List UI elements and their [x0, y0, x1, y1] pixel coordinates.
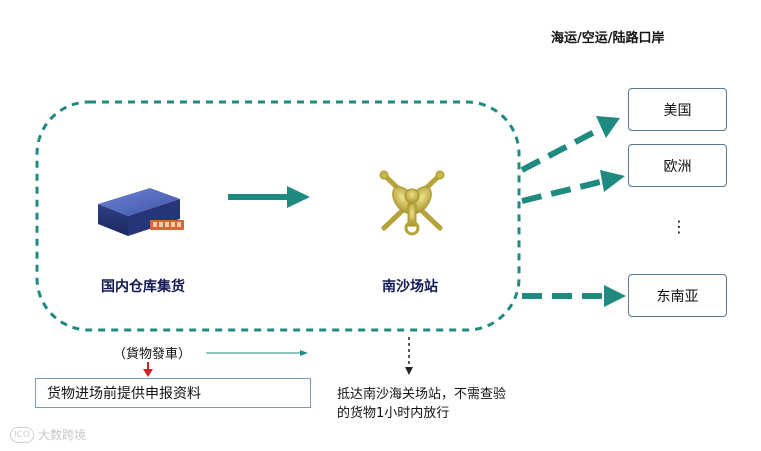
warehouse-server-icon [98, 188, 184, 236]
dashed-arrow-to-europe [521, 170, 625, 204]
watermark: ICO 大数跨境 [10, 426, 86, 443]
release-note-line-1: 抵达南沙海关场站，不需查验 [337, 387, 507, 402]
release-note-line-2: 的货物1小时内放行 [337, 406, 450, 421]
destination-usa-label: 美国 [663, 102, 692, 119]
destination-europe: 欧洲 [628, 144, 727, 187]
destination-southeast-asia-label: 东南亚 [656, 288, 699, 305]
watermark-logo-icon: ICO [10, 426, 34, 443]
flow-arrow-to-nansha [228, 186, 310, 208]
destination-southeast-asia: 东南亚 [628, 274, 727, 317]
port-types-title: 海运/空运/陆路口岸 [551, 31, 665, 46]
declaration-note-box: 货物进场前提供申报资料 [35, 378, 311, 408]
declaration-note-text: 货物进场前提供申报资料 [47, 386, 201, 402]
watermark-text: 大数跨境 [38, 428, 87, 442]
release-note: 抵达南沙海关场站，不需查验 的货物1小时内放行 [337, 385, 597, 423]
destination-usa: 美国 [628, 88, 727, 131]
dashed-arrow-to-southeast-asia [522, 285, 626, 307]
destination-europe-label: 欧洲 [663, 158, 692, 175]
dashed-arrow-to-usa [520, 116, 620, 173]
destinations-ellipsis: ⋮ [671, 217, 687, 236]
warehouse-process-container [35, 100, 521, 332]
customs-emblem-icon [379, 170, 445, 236]
goods-dispatch-label: （貨物發車） [113, 347, 192, 362]
red-down-arrow [143, 362, 153, 377]
domestic-warehouse-label: 国内仓库集货 [101, 279, 185, 295]
release-down-arrow [405, 337, 413, 375]
nansha-station-label: 南沙场站 [382, 279, 438, 295]
goods-dispatch-arrow [206, 350, 308, 356]
